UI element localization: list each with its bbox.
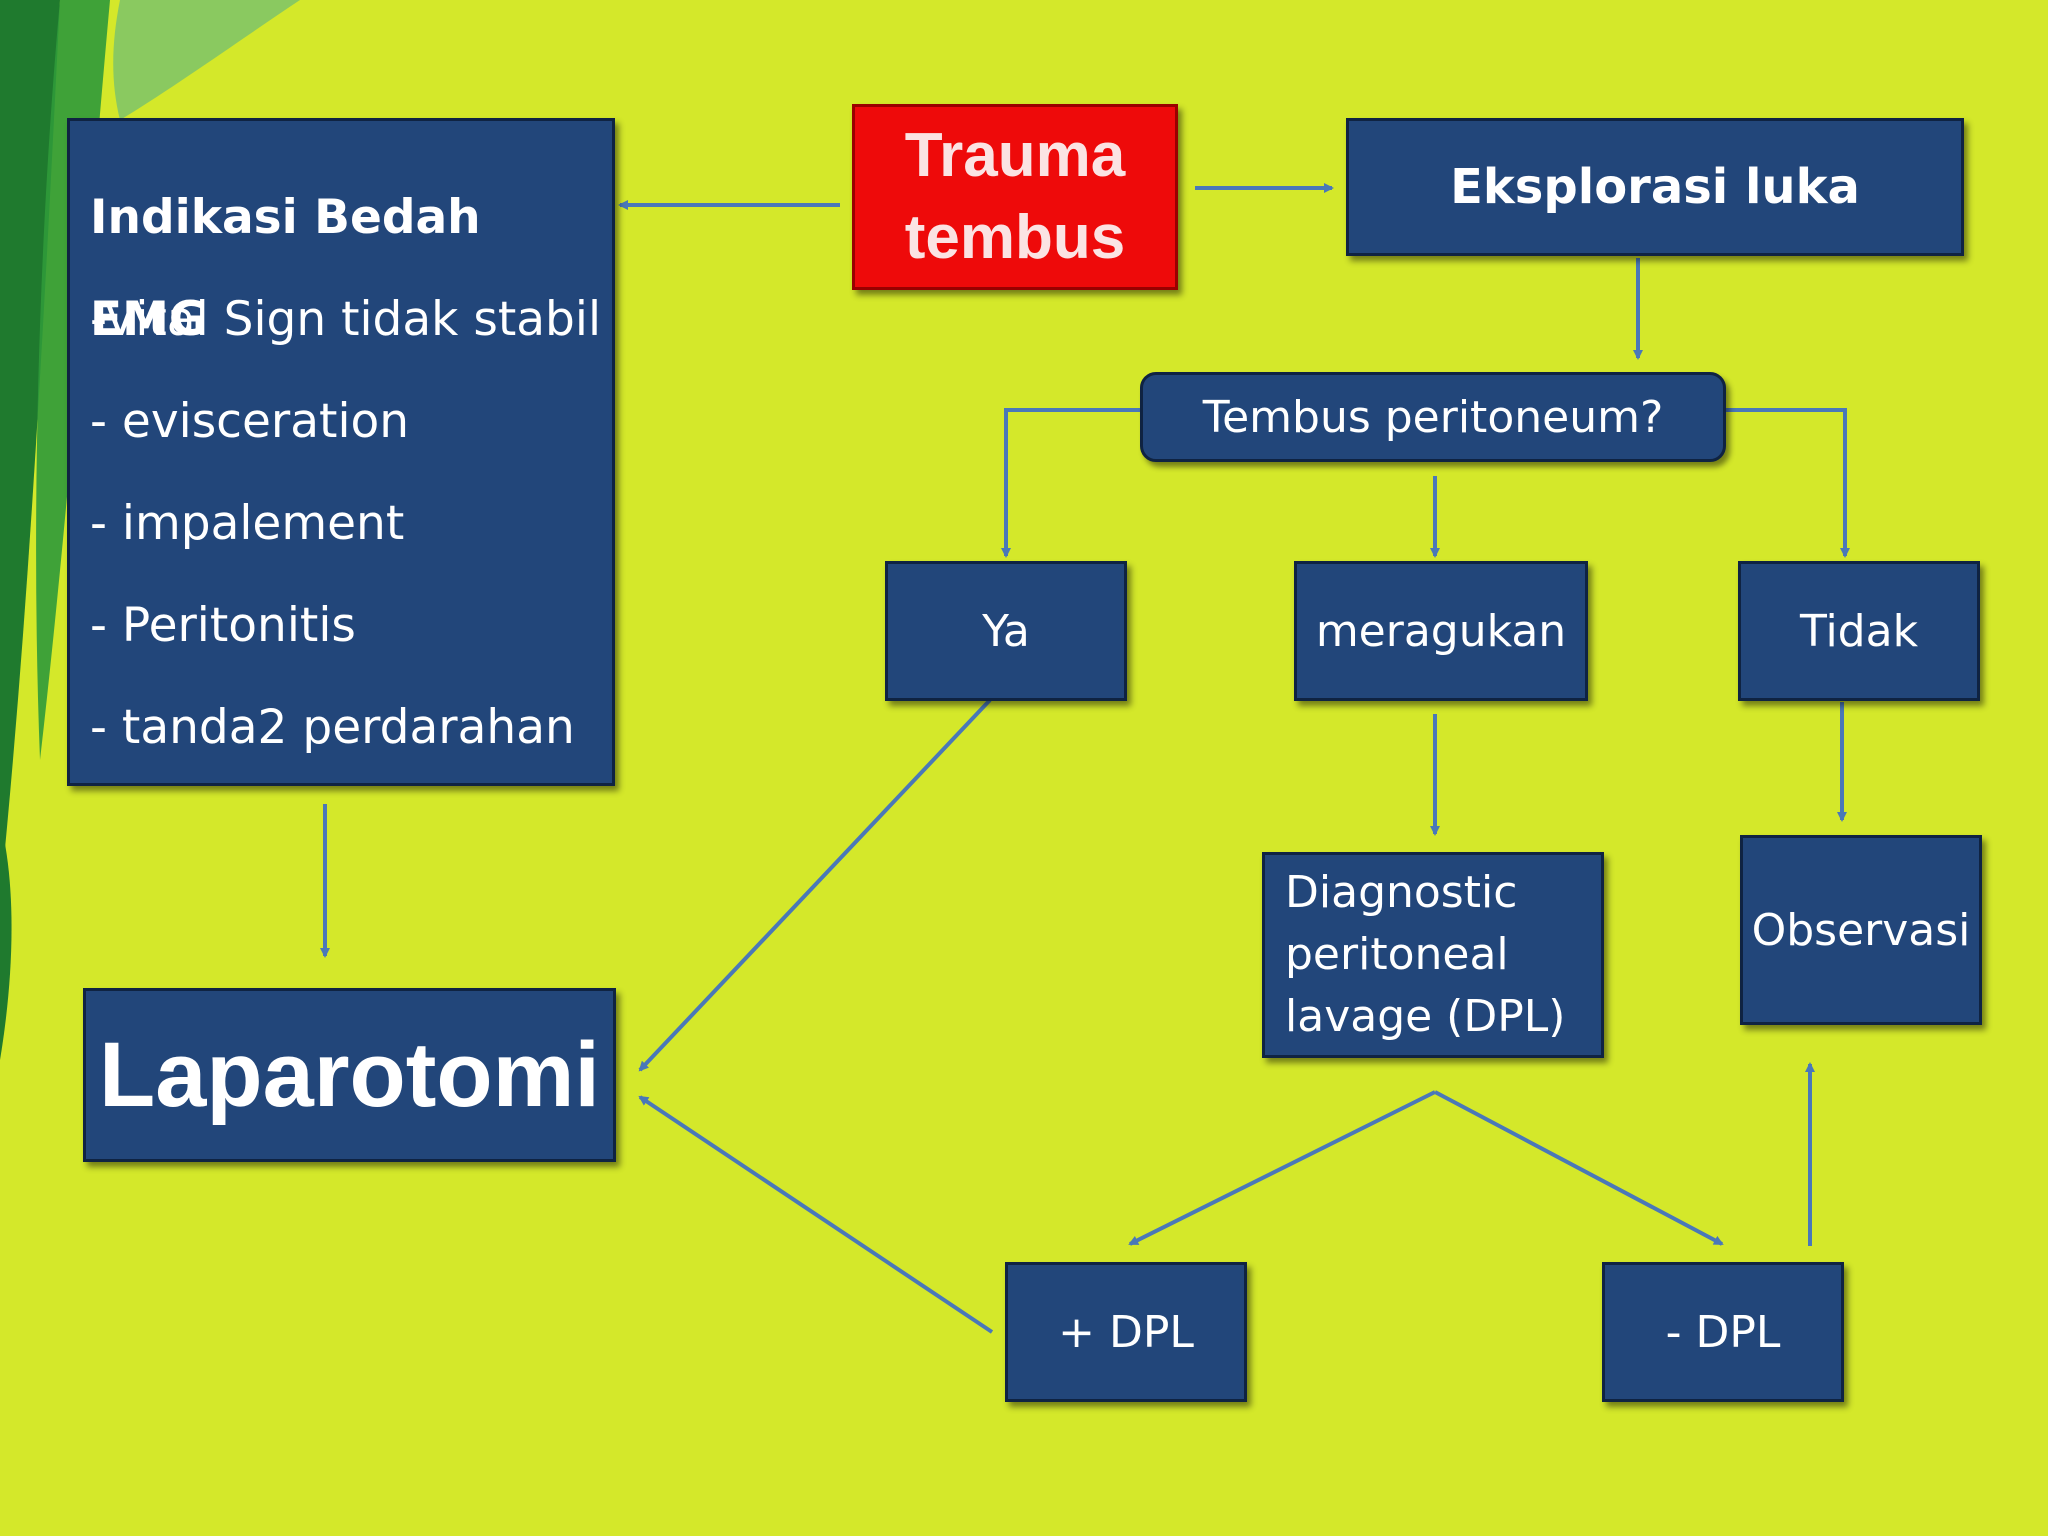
tembus-peritoneum-box: Tembus peritoneum? <box>1140 372 1726 462</box>
plus-dpl-label: + DPL <box>1058 1306 1194 1358</box>
dpl-line-2: peritoneal <box>1285 929 1509 980</box>
dpl-line-3: lavage (DPL) <box>1285 991 1566 1042</box>
indikasi-title: Indikasi Bedah EMG <box>90 190 481 347</box>
meragukan-box: meragukan <box>1294 561 1588 701</box>
laparotomi-label: Laparotomi <box>99 1023 600 1126</box>
plus-dpl-box: + DPL <box>1005 1262 1247 1402</box>
arrow-tembus-to-tidak <box>1726 408 1850 558</box>
indikasi-item: -Vital Sign tidak stabil <box>90 292 602 347</box>
arrow-dpl-to-minus-dpl <box>1434 1090 1724 1246</box>
laparotomi-box: Laparotomi <box>83 988 616 1162</box>
arrow-tembus-to-ya <box>1001 408 1140 558</box>
tidak-label: Tidak <box>1799 605 1919 657</box>
trauma-line-2: tembus <box>904 203 1126 272</box>
ya-box: Ya <box>885 561 1127 701</box>
eksplorasi-label: Eksplorasi luka <box>1450 159 1860 215</box>
trauma-line-1: Trauma <box>904 121 1126 190</box>
meragukan-label: meragukan <box>1315 605 1567 657</box>
indikasi-item: - Peritonitis <box>90 598 356 653</box>
arrow-ya-to-laparotomi <box>638 698 992 1072</box>
tembus-peritoneum-label: Tembus peritoneum? <box>1202 391 1664 443</box>
dpl-line-1: Diagnostic <box>1285 867 1518 918</box>
observasi-label: Observasi <box>1751 904 1971 956</box>
indikasi-bedah-box: Indikasi Bedah EMG -Vital Sign tidak sta… <box>67 118 615 786</box>
arrow-plus-dpl-to-laparotomi <box>638 1095 994 1334</box>
tidak-box: Tidak <box>1738 561 1980 701</box>
arrow-dpl-to-plus-dpl <box>1128 1090 1436 1246</box>
trauma-tembus-box: Trauma tembus <box>852 104 1178 290</box>
minus-dpl-label: - DPL <box>1665 1306 1781 1358</box>
indikasi-item: - evisceration <box>90 394 410 449</box>
eksplorasi-luka-box: Eksplorasi luka <box>1346 118 1964 256</box>
ya-label: Ya <box>982 605 1030 657</box>
observasi-box: Observasi <box>1740 835 1982 1025</box>
dpl-box: Diagnostic peritoneal lavage (DPL) <box>1262 852 1604 1058</box>
minus-dpl-box: - DPL <box>1602 1262 1844 1402</box>
indikasi-item: - impalement <box>90 496 405 551</box>
indikasi-item: - tanda2 perdarahan <box>90 700 575 755</box>
